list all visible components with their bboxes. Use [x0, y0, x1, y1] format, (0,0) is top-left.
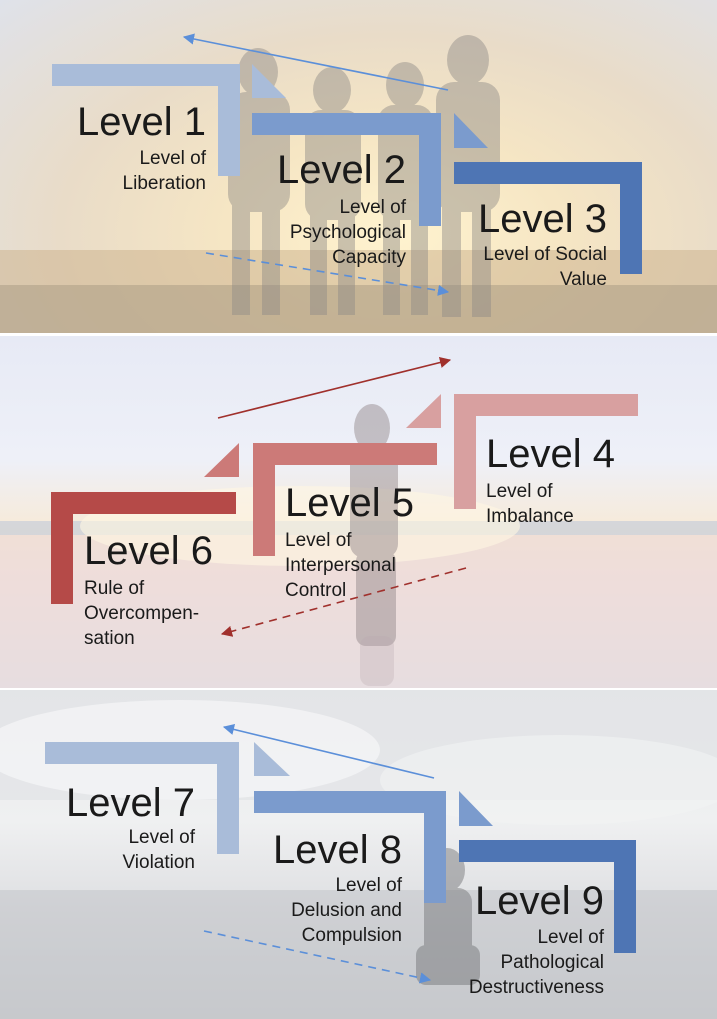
corner-triangle-5	[204, 443, 239, 477]
corner-triangle-2	[454, 113, 488, 148]
arrow-up-right	[217, 357, 452, 419]
level-7-title: Level 7	[66, 781, 195, 825]
level-4-title: Level 4	[486, 432, 615, 476]
diagram-overlay-3	[45, 723, 636, 984]
level-5-title: Level 5	[285, 481, 414, 525]
panel-levels-1-3: Level 1 Level of Liberation Level 2 Leve…	[0, 0, 717, 333]
level-3-subtitle: Level of Social Value	[483, 244, 607, 290]
arrow-down-left-dashed	[220, 567, 467, 637]
level-1-title: Level 1	[77, 100, 206, 144]
panel-levels-7-9: Level 7 Level of Violation Level 8 Level…	[0, 690, 717, 1019]
arrow-up-left	[182, 33, 449, 91]
diagram-overlay-2	[51, 357, 638, 637]
chevron-level-8	[254, 791, 446, 903]
panel-levels-4-6: Level 4 Level of Imbalance Level 5 Level…	[0, 336, 717, 688]
level-9-subtitle: Level of Pathological Destructiveness	[468, 927, 604, 998]
level-9-title: Level 9	[475, 879, 604, 923]
chevron-level-4	[454, 394, 638, 509]
level-3-title: Level 3	[478, 197, 607, 241]
level-5-subtitle: Level of Interpersonal Control	[285, 530, 396, 601]
chevron-level-6	[51, 492, 236, 604]
chevron-level-2	[252, 113, 441, 226]
arrow-down-right-dashed	[203, 930, 432, 984]
chevron-level-1	[52, 64, 240, 176]
level-2-subtitle: Level of Psychological Capacity	[289, 197, 406, 268]
corner-triangle-8	[459, 791, 493, 826]
arrow-up-left	[222, 723, 435, 779]
chevron-level-7	[45, 742, 239, 854]
level-8-title: Level 8	[273, 828, 402, 872]
chevron-level-3	[454, 162, 642, 274]
level-8-subtitle: Level of Delusion and Compulsion	[291, 875, 402, 946]
diagram-overlay-1	[52, 33, 642, 296]
level-6-subtitle: Rule of Overcompen-sation	[84, 578, 200, 649]
level-7-subtitle: Level of Violation	[122, 827, 195, 873]
chevron-level-5	[253, 443, 437, 556]
chevron-level-9	[459, 840, 636, 953]
background-photo-friends-sunset	[0, 35, 717, 333]
corner-triangle-1	[252, 64, 286, 98]
level-6-title: Level 6	[84, 529, 213, 573]
level-4-subtitle: Level of Imbalance	[486, 481, 574, 527]
corner-triangle-4	[406, 394, 441, 428]
level-1-subtitle: Level of Liberation	[122, 148, 206, 194]
corner-triangle-7	[254, 742, 290, 776]
level-2-title: Level 2	[277, 148, 406, 192]
